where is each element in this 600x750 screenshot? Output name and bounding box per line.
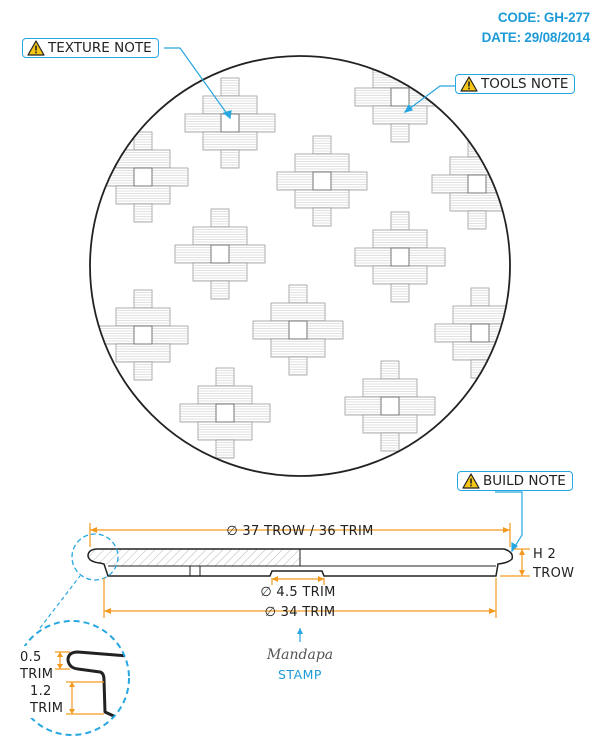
dim-height-label-1: H 2 (533, 547, 556, 562)
texture-motif (252, 284, 344, 376)
detail-profile-curve (66, 650, 129, 720)
warning-triangle-icon (460, 76, 478, 92)
note-leaders (164, 47, 523, 553)
detail-wall-label-1: 1.2 (30, 684, 52, 699)
warning-triangle-icon (27, 40, 45, 56)
warning-triangle-icon (462, 473, 480, 489)
detail-label-backdrop (14, 646, 44, 718)
detail-circle (14, 620, 130, 736)
texture-note-label: TEXTURE NOTE (48, 40, 152, 56)
profile-outline (87, 548, 514, 577)
dimension-lines (89, 523, 530, 618)
code-label: CODE: GH-277 (497, 10, 590, 25)
stamp-brand: Mandapa (266, 647, 333, 663)
texture-motif (97, 131, 189, 223)
texture-motif (344, 360, 436, 452)
side-profile (71, 533, 514, 581)
build-note-label: BUILD NOTE (483, 473, 566, 489)
texture-motif (184, 77, 276, 169)
dim-base-label: ∅ 34 TRIM (265, 605, 336, 620)
dim-outer-label: ∅ 37 TROW / 36 TRIM (226, 524, 373, 539)
texture-leader (164, 47, 231, 119)
tools-note: TOOLS NOTE (455, 74, 576, 94)
detail-view: 0.5 TRIM 1.2 TRIM (14, 575, 130, 736)
detail-callout-circle (71, 533, 119, 581)
texture-motif-group (97, 56, 510, 459)
texture-motif (354, 211, 446, 303)
texture-note: TEXTURE NOTE (22, 38, 159, 58)
detail-wall-label-2: TRIM (29, 701, 63, 716)
disk-outline (89, 55, 511, 477)
tools-arrow (403, 103, 413, 113)
dim-height-label-2: TROW (532, 566, 574, 581)
stamp-label: STAMP (278, 667, 322, 682)
detail-connector (39, 575, 81, 629)
detail-rim-label-1: 0.5 (20, 650, 42, 665)
texture-arrow (222, 110, 232, 120)
texture-motif (276, 135, 368, 227)
texture-motif (179, 367, 271, 459)
tools-leader (404, 85, 455, 113)
texture-motif (97, 289, 189, 381)
texture-motif (434, 287, 510, 379)
dimension-arrows (90, 527, 525, 614)
texture-disk (89, 55, 511, 477)
texture-motif (174, 208, 266, 300)
date-label: DATE: 29/08/2014 (481, 30, 591, 45)
tools-note-label: TOOLS NOTE (481, 76, 569, 92)
stamp-arrow (297, 628, 303, 634)
build-leader (495, 491, 523, 552)
build-note: BUILD NOTE (457, 471, 573, 491)
profile-hatch (88, 549, 300, 566)
dim-hole-label: ∅ 4.5 TRIM (260, 585, 335, 600)
texture-motif (354, 56, 446, 143)
detail-rim-label-2: TRIM (19, 667, 53, 682)
